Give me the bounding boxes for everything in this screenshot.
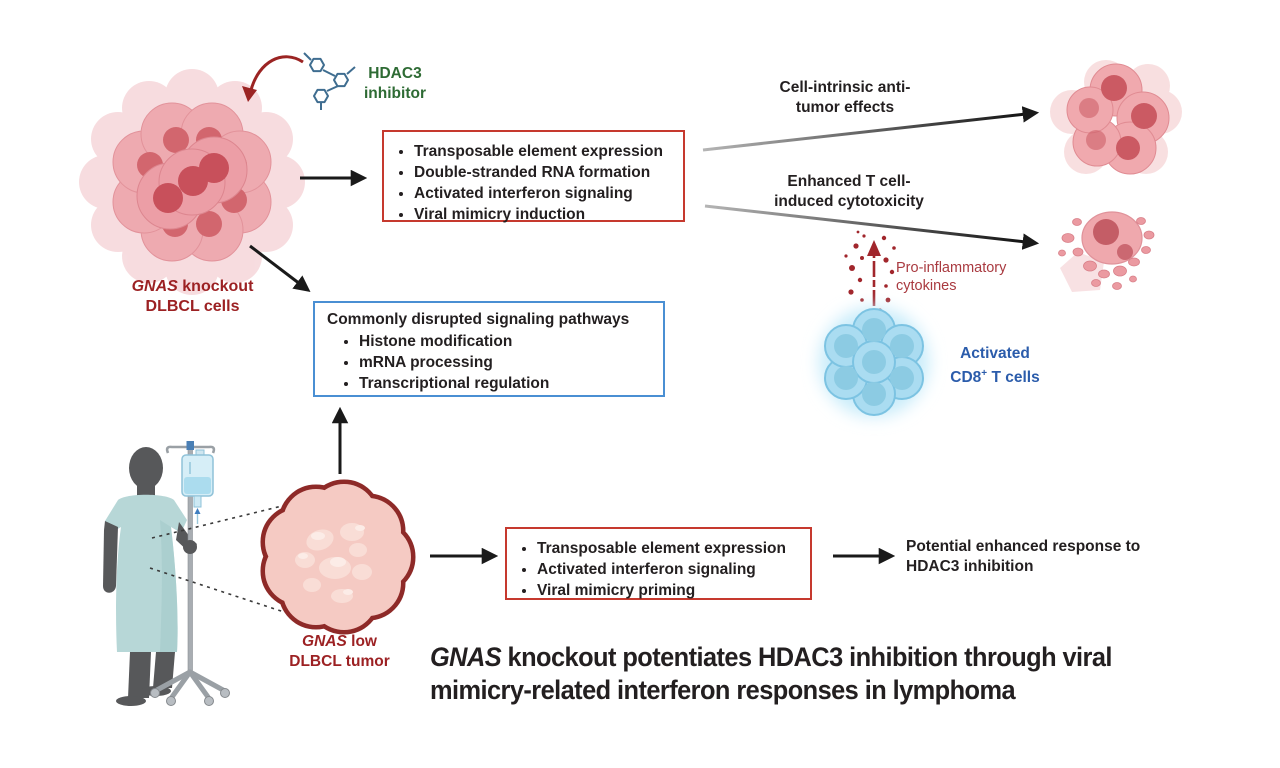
viral-mimicry-box: Transposable element expression Double-s… bbox=[382, 130, 685, 225]
bullet-item: Histone modification bbox=[359, 331, 653, 352]
bullet-item: Transposable element expression bbox=[414, 141, 673, 162]
pathways-box: Commonly disrupted signaling pathways Hi… bbox=[313, 301, 665, 397]
bullet-item: Transposable element expression bbox=[537, 538, 800, 559]
bullet-item: Double-stranded RNA formation bbox=[414, 162, 673, 183]
bullet-item: Activated interferon signaling bbox=[537, 559, 800, 580]
t-cell-cytotoxicity-label: Enhanced T cell-induced cytotoxicity bbox=[774, 173, 924, 210]
tumor-label: GNAS low DLBCL tumor bbox=[289, 633, 390, 670]
figure-title: GNAS knockout potentiates HDAC3 inhibiti… bbox=[430, 642, 1112, 705]
cell-intrinsic-label: Cell-intrinsic anti-tumor effects bbox=[779, 79, 911, 116]
ko-dlbcl-cells-icon bbox=[79, 69, 305, 295]
ko-cells-label: GNAS knockout DLBCL cells bbox=[131, 278, 254, 315]
bullet-item: mRNA processing bbox=[359, 352, 653, 373]
callout-lines bbox=[149, 505, 285, 613]
cytokine-arrow bbox=[844, 230, 896, 324]
molecule-icon bbox=[303, 52, 356, 110]
tumor-icon bbox=[260, 479, 416, 635]
primed-box: Transposable element expression Activate… bbox=[505, 527, 812, 600]
tumor-cells-killed-icon bbox=[1058, 211, 1155, 292]
flow-arrows bbox=[249, 106, 1040, 565]
bullet-item: Transcriptional regulation bbox=[359, 373, 653, 394]
bullet-item: Viral mimicry priming bbox=[537, 580, 800, 601]
inhibitor-arrow bbox=[242, 55, 304, 102]
pathways-box-title: Commonly disrupted signaling pathways bbox=[327, 311, 630, 328]
bullet-item: Viral mimicry induction bbox=[414, 204, 673, 225]
tumor-cells-intact-icon bbox=[1050, 60, 1182, 175]
bullet-item: Activated interferon signaling bbox=[414, 183, 673, 204]
cd8-tcells-label: Activated CD8+ T cells bbox=[950, 345, 1040, 387]
t-cells-icon bbox=[819, 307, 929, 417]
iv-bag-icon bbox=[181, 449, 214, 524]
